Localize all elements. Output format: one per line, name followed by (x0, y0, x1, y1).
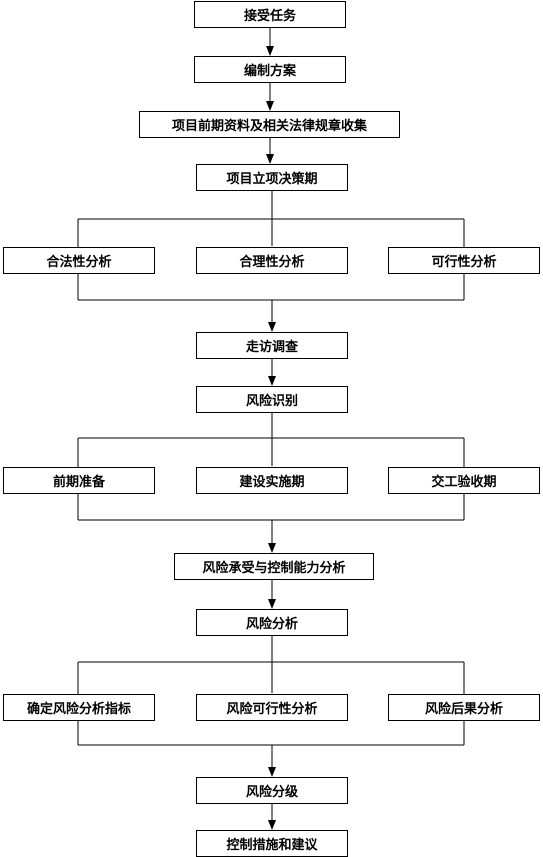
step-risk-consequence: 风险后果分析 (388, 694, 540, 721)
step-project-decision: 项目立项决策期 (196, 164, 348, 191)
step-prepare-plan: 编制方案 (194, 56, 346, 83)
step-risk-consequence-label: 风险后果分析 (424, 702, 503, 717)
step-risk-identification-label: 风险识别 (245, 394, 298, 409)
step-risk-tolerance-analysis: 风险承受与控制能力分析 (174, 553, 374, 580)
step-rationality-analysis-label: 合理性分析 (239, 255, 305, 270)
step-collect-materials: 项目前期资料及相关法律规章收集 (139, 111, 400, 138)
step-legality-analysis-label: 合法性分析 (46, 255, 112, 270)
step-risk-tolerance-analysis-label: 风险承受与控制能力分析 (202, 561, 346, 576)
step-accept-task-label: 接受任务 (243, 9, 296, 24)
step-risk-analysis: 风险分析 (196, 609, 348, 636)
step-field-survey: 走访调查 (196, 332, 348, 359)
step-acceptance-phase-label: 交工验收期 (431, 475, 497, 490)
step-control-measures-label: 控制措施和建议 (226, 838, 318, 853)
step-risk-feasibility: 风险可行性分析 (196, 694, 348, 721)
step-risk-grading-label: 风险分级 (245, 785, 298, 800)
step-risk-analysis-label: 风险分析 (245, 617, 298, 632)
step-construction-phase: 建设实施期 (196, 467, 348, 494)
step-prepare-plan-label: 编制方案 (243, 64, 296, 79)
step-rationality-analysis: 合理性分析 (196, 247, 348, 274)
step-risk-indicators: 确定风险分析指标 (3, 694, 155, 721)
step-accept-task: 接受任务 (194, 1, 346, 28)
step-risk-grading: 风险分级 (196, 777, 348, 804)
step-field-survey-label: 走访调查 (245, 340, 298, 355)
step-collect-materials-label: 项目前期资料及相关法律规章收集 (171, 119, 367, 134)
step-risk-indicators-label: 确定风险分析指标 (26, 702, 131, 717)
step-risk-feasibility-label: 风险可行性分析 (226, 702, 318, 717)
step-legality-analysis: 合法性分析 (3, 247, 155, 274)
step-preliminary-prep-label: 前期准备 (52, 475, 105, 490)
step-acceptance-phase: 交工验收期 (388, 467, 540, 494)
step-project-decision-label: 项目立项决策期 (226, 172, 318, 187)
step-feasibility-analysis-label: 可行性分析 (431, 255, 497, 270)
step-feasibility-analysis: 可行性分析 (388, 247, 540, 274)
step-risk-identification: 风险识别 (196, 386, 348, 413)
step-control-measures: 控制措施和建议 (196, 830, 348, 857)
step-construction-phase-label: 建设实施期 (239, 475, 305, 490)
step-preliminary-prep: 前期准备 (3, 467, 155, 494)
